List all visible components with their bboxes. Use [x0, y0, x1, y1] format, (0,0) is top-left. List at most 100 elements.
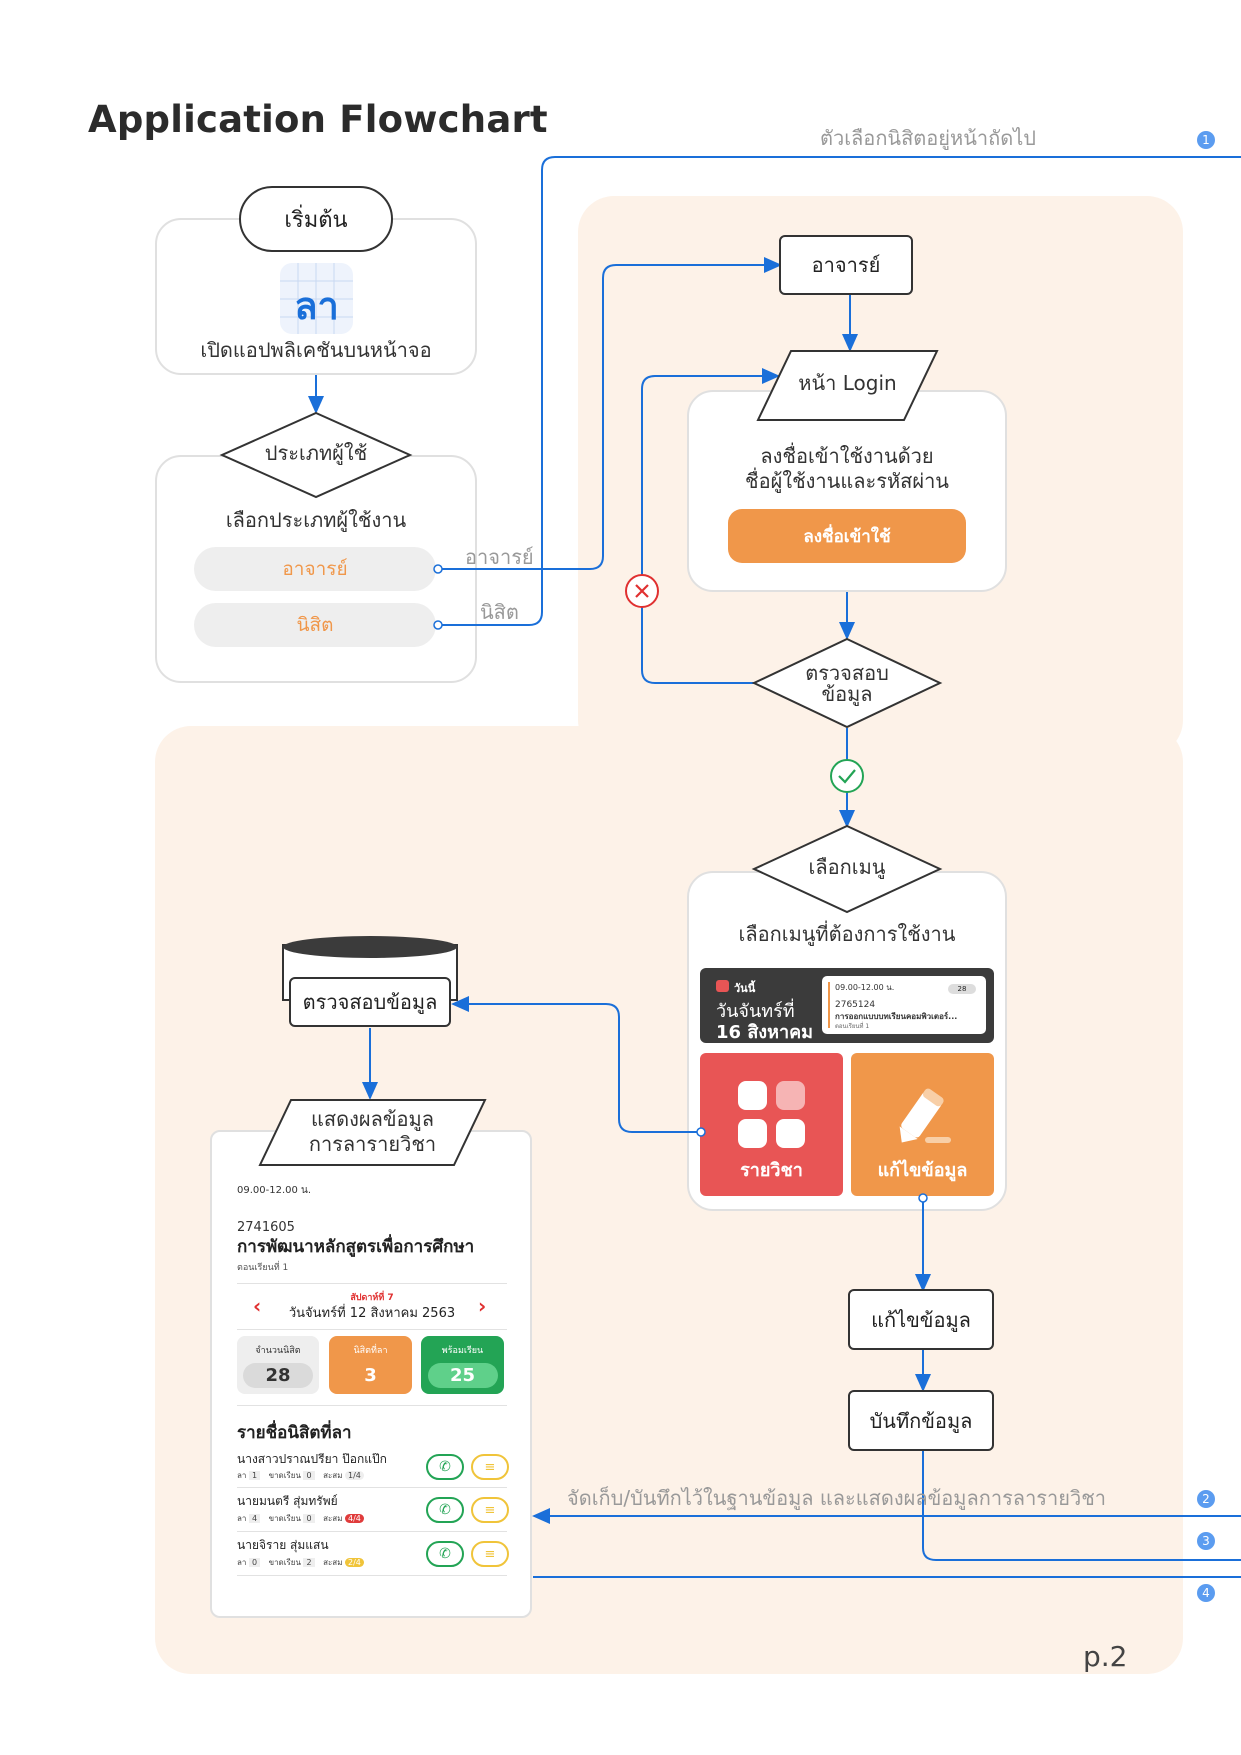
total-label: สะสม — [323, 1514, 343, 1523]
today-day: วันจันทร์ที่ — [716, 1001, 795, 1022]
document-icon[interactable]: ≡ — [471, 1454, 509, 1480]
pencil-icon — [899, 1088, 951, 1143]
leave-label: ลา — [237, 1471, 247, 1480]
db-cylinder-top — [283, 936, 457, 958]
verify-label-2: ข้อมูล — [821, 682, 873, 706]
divider — [237, 1282, 507, 1284]
leave-list-title: รายชื่อนิสิตที่ลา — [237, 1423, 352, 1443]
document-icon[interactable]: ≡ — [471, 1497, 509, 1523]
display-label-1: แสดงผลข้อมูล — [311, 1107, 434, 1131]
stat-leave: นิสิตที่ลา 3 — [329, 1336, 412, 1394]
subjects-label: รายวิชา — [740, 1160, 803, 1181]
teacher-node: อาจารย์ — [779, 235, 913, 295]
edge-label-teacher: อาจารย์ — [465, 545, 534, 569]
teacher-node-label: อาจารย์ — [811, 253, 881, 277]
subjects-tile[interactable]: รายวิชา — [700, 1053, 843, 1196]
page-number: p.2 — [1083, 1640, 1128, 1673]
divider — [237, 1404, 507, 1406]
port-dot — [696, 1127, 706, 1137]
leave-label: ลา — [237, 1514, 247, 1523]
db-check-node: ตรวจสอบข้อมูล — [289, 977, 451, 1027]
stat-total-value: 28 — [243, 1362, 313, 1388]
student-stats: ลา 4 ขาดเรียน 0 สะสม 4/4 — [237, 1512, 364, 1525]
success-icon — [830, 759, 864, 793]
student-name: นายมนตรี สุ่มทรัพย์ — [237, 1494, 338, 1508]
edit-node: แก้ไขข้อมูล — [848, 1289, 994, 1350]
next-week-icon[interactable]: › — [478, 1294, 487, 1318]
start-label: เริ่มต้น — [284, 207, 348, 233]
bottom-connector-label: จัดเก็บ/บันทึกไว้ในฐานข้อมูล และแสดงผลข้… — [567, 1486, 1107, 1510]
menu-diamond — [751, 824, 943, 914]
stat-leave-value: 3 — [364, 1364, 377, 1386]
grid-icon — [280, 263, 353, 334]
detail-code: 2741605 — [237, 1220, 295, 1235]
total-label: สะสม — [323, 1471, 343, 1480]
list-item: นายจิราย สุ่มแสน ลา 0 ขาดเรียน 2 สะสม 2/… — [237, 1533, 509, 1576]
edge-label-student: นิสิต — [480, 600, 519, 624]
today-tag: วันนี้ — [734, 982, 756, 995]
stat-ready-label: พร้อมเรียน — [441, 1345, 484, 1356]
detail-section: ตอนเรียนที่ 1 — [237, 1263, 289, 1273]
db-check-label: ตรวจสอบข้อมูล — [302, 990, 438, 1014]
save-node-label: บันทึกข้อมูล — [869, 1408, 973, 1433]
user-type-diamond — [219, 411, 413, 499]
phone-icon[interactable]: ✆ — [426, 1497, 464, 1523]
total-count: 2/4 — [345, 1558, 364, 1567]
teacher-option[interactable]: อาจารย์ — [194, 547, 436, 591]
absent-count: 2 — [303, 1558, 315, 1567]
port-dot — [433, 620, 443, 630]
apps-grid-icon — [738, 1081, 806, 1149]
phone-icon[interactable]: ✆ — [426, 1541, 464, 1567]
edge-save-out — [922, 1451, 1241, 1561]
edge-teacher — [438, 257, 782, 570]
phone-icon[interactable]: ✆ — [426, 1454, 464, 1480]
start-caption: เปิดแอปพลิเคชันบนหน้าจอ — [200, 338, 432, 362]
calendar-icon — [716, 980, 729, 992]
detail-time: 09.00-12.00 น. — [237, 1185, 312, 1196]
save-node: บันทึกข้อมูล — [848, 1390, 994, 1451]
list-item: นางสาวปราณปรียา ป๊อกแป๊ก ลา 1 ขาดเรียน 0… — [237, 1447, 509, 1488]
stat-total-label: จำนวนนิสิต — [255, 1345, 301, 1356]
user-type-label: ประเภทผู้ใช้ — [264, 441, 368, 465]
absent-label: ขาดเรียน — [268, 1471, 301, 1480]
login-button[interactable]: ลงชื่อเข้าใช้ — [728, 509, 966, 563]
login-instruction-2: ชื่อผู้ใช้งานและรหัสผ่าน — [745, 469, 949, 493]
today-date: 16 สิงหาคม — [716, 1022, 813, 1043]
class-name: การออกแบบบทเรียนคอมพิวเตอร์... — [835, 1012, 958, 1021]
page-title: Application Flowchart — [88, 98, 548, 141]
connector-4: 4 — [1197, 1584, 1215, 1602]
port-dot — [433, 564, 443, 574]
detail-course: การพัฒนาหลักสูตรเพื่อการศึกษา — [237, 1237, 475, 1257]
menu-prompt: เลือกเมนูที่ต้องการใช้งาน — [738, 922, 956, 946]
absent-label: ขาดเรียน — [268, 1514, 301, 1523]
student-stats: ลา 1 ขาดเรียน 0 สะสม 1/4 — [237, 1469, 364, 1482]
total-count: 1/4 — [345, 1471, 364, 1480]
student-name: นายจิราย สุ่มแสน — [237, 1538, 329, 1552]
document-icon[interactable]: ≡ — [471, 1541, 509, 1567]
student-option[interactable]: นิสิต — [194, 603, 436, 647]
divider — [237, 1328, 507, 1330]
prev-week-icon[interactable]: ‹ — [253, 1294, 262, 1318]
class-badge: 28 — [948, 984, 976, 994]
class-time: 09.00-12.00 น. — [835, 983, 895, 992]
menu-node-label: เลือกเมนู — [808, 855, 886, 879]
login-node-label: หน้า Login — [798, 371, 897, 395]
student-name: นางสาวปราณปรียา ป๊อกแป๊ก — [237, 1452, 387, 1466]
edit-tile[interactable]: แก้ไขข้อมูล — [851, 1053, 994, 1196]
connector-2: 2 — [1197, 1490, 1215, 1508]
total-label: สะสม — [323, 1558, 343, 1567]
leave-label: ลา — [237, 1558, 247, 1567]
login-parallelogram — [756, 350, 939, 421]
login-instruction-1: ลงชื่อเข้าใช้งานด้วย — [760, 444, 934, 468]
display-label-2: การลารายวิชา — [308, 1132, 437, 1156]
app-icon-text: ลา — [294, 284, 339, 328]
class-accent-bar — [828, 982, 830, 1028]
edge-student — [438, 156, 1241, 626]
total-count: 4/4 — [345, 1514, 364, 1523]
class-section: ตอนเรียนที่ 1 — [835, 1023, 870, 1030]
verify-label-1: ตรวจสอบ — [805, 661, 889, 685]
edit-label: แก้ไขข้อมูล — [877, 1160, 968, 1181]
user-type-prompt: เลือกประเภทผู้ใช้งาน — [225, 508, 407, 532]
stat-total: จำนวนนิสิต 28 — [237, 1336, 319, 1394]
stat-ready-value: 25 — [427, 1362, 498, 1388]
